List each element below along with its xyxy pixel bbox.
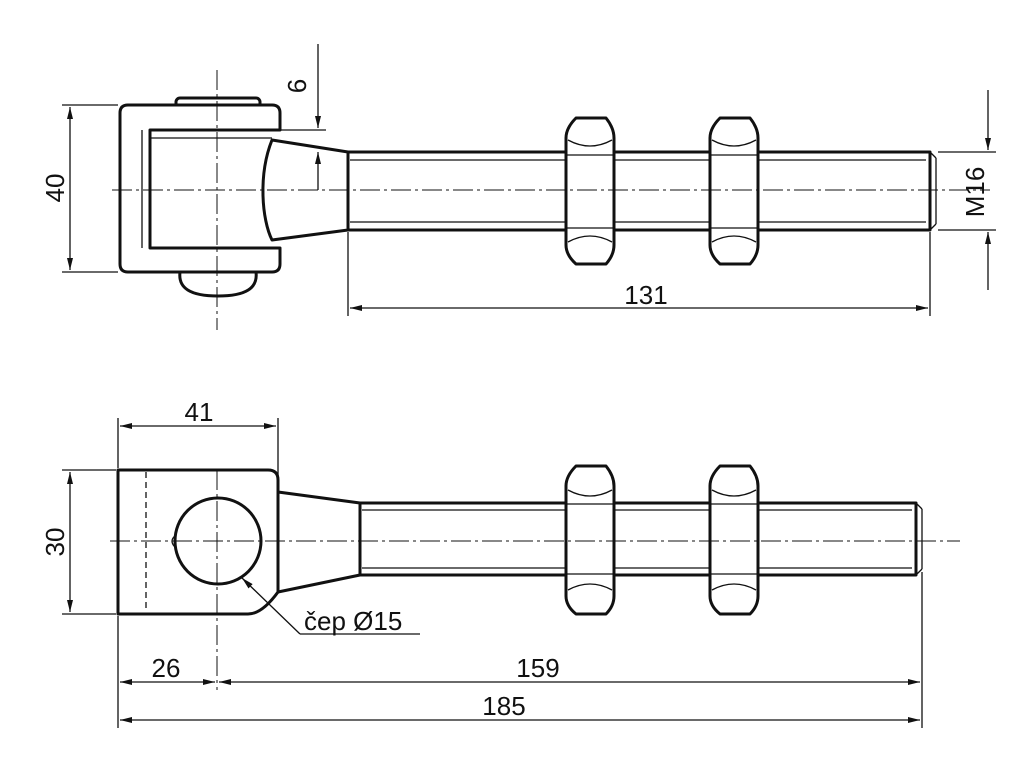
dim-front-width-text: 41: [185, 397, 214, 427]
top-pin-head: [178, 270, 258, 298]
front-view: 41 30 čep Ø15 26 159: [40, 397, 960, 728]
dim-top-height-text: 40: [40, 174, 70, 203]
front-nut-1: [564, 464, 616, 616]
top-view: 40 6 M16 131: [40, 44, 996, 330]
dim-front-width: 41: [117, 397, 279, 478]
dim-top-offset: 6: [280, 44, 326, 190]
top-nut-2: [708, 116, 760, 266]
dim-front-height-text: 30: [40, 528, 70, 557]
callout-pin-text: čep Ø15: [304, 606, 402, 636]
dim-front-rod-length-text: 159: [516, 653, 559, 683]
dim-top-thread-length: 131: [347, 232, 931, 316]
dim-top-height: 40: [40, 104, 118, 273]
dim-front-total-length: 185: [120, 691, 920, 723]
dim-top-offset-text: 6: [282, 79, 312, 93]
front-neck: [276, 490, 362, 594]
dim-front-total-length-text: 185: [482, 691, 525, 721]
front-rod: [358, 501, 918, 577]
callout-pin: čep Ø15: [241, 577, 420, 636]
dim-top-thread-text: M16: [960, 167, 990, 218]
dim-front-height: 30: [40, 469, 116, 615]
top-fork: [118, 103, 282, 274]
dim-front-rod-length: 159: [219, 653, 920, 685]
top-rod: [346, 150, 932, 232]
dim-top-thread-length-text: 131: [624, 280, 667, 310]
front-nut-2: [708, 464, 760, 616]
dim-front-pin-offset: 26: [120, 653, 215, 685]
dim-front-pin-offset-text: 26: [152, 653, 181, 683]
dim-top-thread: M16: [938, 90, 996, 290]
top-nut-1: [564, 116, 616, 266]
